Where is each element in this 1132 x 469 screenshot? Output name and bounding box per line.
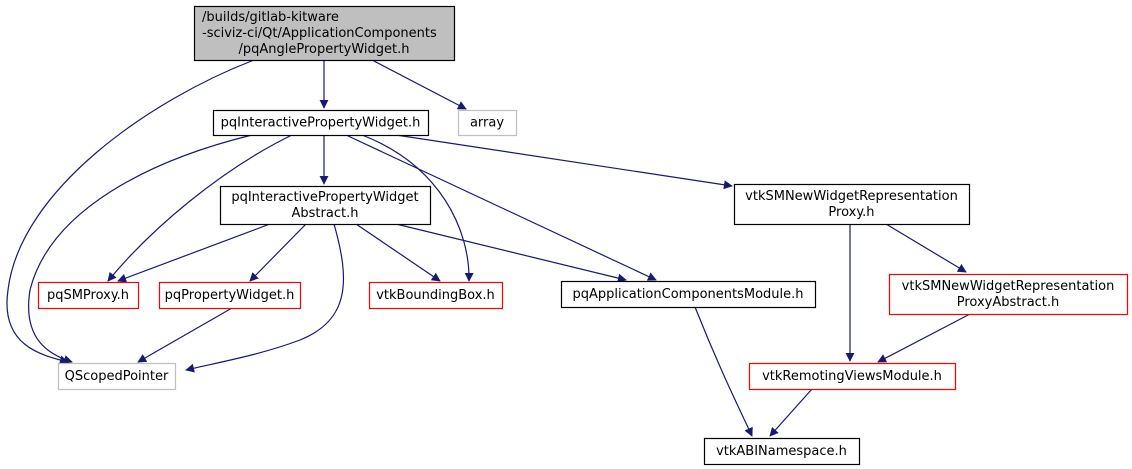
node-vtkRemotingViewsModule[interactable]: vtkRemotingViewsModule.h xyxy=(748,362,957,391)
node-label: pqApplicationComponentsModule.h xyxy=(572,287,803,302)
edge-pqInteractivePropertyWidget-to-vtkSMNewWidgetRepresentationProxy xyxy=(395,134,733,190)
edge-pqInteractivePropertyWidget-to-pqSMProxy xyxy=(107,134,293,282)
edge-pqInteractivePropertyWidgetAbstract-to-pqApplicationComponentsModule xyxy=(395,223,627,283)
node-root[interactable]: /builds/gitlab-kitware-sciviz-ci/Qt/Appl… xyxy=(193,5,456,62)
node-box xyxy=(368,281,504,310)
node-label: array xyxy=(470,116,504,131)
node-box xyxy=(457,109,518,137)
node-box xyxy=(193,5,456,62)
node-vtkSMNewWidgetRepresentationProxyAbstract[interactable]: vtkSMNewWidgetRepresentationProxyAbstrac… xyxy=(888,273,1129,316)
edge-vtkRemotingViewsModule-to-vtkABINamespace xyxy=(769,388,813,437)
node-label: pqInteractivePropertyWidget xyxy=(231,190,418,205)
node-label: vtkSMNewWidgetRepresentation xyxy=(745,189,958,204)
node-vtkABINamespace[interactable]: vtkABINamespace.h xyxy=(703,437,861,466)
edges-layer xyxy=(6,59,971,437)
edge-pqInteractivePropertyWidget-to-QScopedPointer xyxy=(28,134,253,364)
node-pqInteractivePropertyWidget[interactable]: pqInteractivePropertyWidget.h xyxy=(212,109,430,137)
node-label: vtkBoundingBox.h xyxy=(376,288,495,303)
node-label: /builds/gitlab-kitware xyxy=(202,10,339,25)
edge-root-to-array xyxy=(371,59,467,110)
edge-pqInteractivePropertyWidgetAbstract-to-pqPropertyWidget xyxy=(249,223,307,282)
node-label: pqPropertyWidget.h xyxy=(165,288,295,303)
edge-root-to-QScopedPointer xyxy=(6,59,255,365)
node-box xyxy=(888,273,1129,316)
edge-vtkSMNewWidgetRepresentationProxy-to-vtkSMNewWidgetRepresentationProxyAbstract xyxy=(885,223,967,273)
node-label: Proxy.h xyxy=(828,205,874,220)
node-box xyxy=(748,362,957,391)
node-box xyxy=(703,437,861,466)
node-box xyxy=(219,185,432,226)
node-box xyxy=(57,362,177,391)
node-box xyxy=(37,281,140,310)
edge-pqInteractivePropertyWidgetAbstract-to-QScopedPointer xyxy=(185,223,345,373)
node-pqPropertyWidget[interactable]: pqPropertyWidget.h xyxy=(158,281,302,310)
node-label: pqSMProxy.h xyxy=(47,288,129,303)
edge-pqInteractivePropertyWidgetAbstract-to-pqSMProxy xyxy=(117,223,271,283)
node-box xyxy=(560,280,817,309)
node-label: /pqAnglePropertyWidget.h xyxy=(238,42,409,57)
edge-pqApplicationComponentsModule-to-vtkABINamespace xyxy=(694,306,753,437)
node-label: ProxyAbstract.h xyxy=(957,295,1060,310)
node-label: -sciviz-ci/Qt/ApplicationComponents xyxy=(202,26,437,41)
node-box xyxy=(158,281,302,310)
edge-pqPropertyWidget-to-QScopedPointer xyxy=(137,307,233,363)
node-label: QScopedPointer xyxy=(65,369,169,384)
edge-vtkSMNewWidgetRepresentationProxyAbstract-to-vtkRemotingViewsModule xyxy=(877,313,971,363)
edge-pqInteractivePropertyWidget-to-vtkBoundingBox xyxy=(361,134,474,282)
node-array[interactable]: array xyxy=(457,109,518,137)
node-vtkBoundingBox[interactable]: vtkBoundingBox.h xyxy=(368,281,504,310)
nodes-layer: /builds/gitlab-kitware-sciviz-ci/Qt/Appl… xyxy=(37,5,1129,466)
node-QScopedPointer[interactable]: QScopedPointer xyxy=(57,362,177,391)
node-label: vtkSMNewWidgetRepresentation xyxy=(902,279,1115,294)
edge-pqInteractivePropertyWidgetAbstract-to-vtkBoundingBox xyxy=(355,223,441,282)
node-label: vtkABINamespace.h xyxy=(716,444,847,459)
node-box xyxy=(212,109,430,137)
node-box xyxy=(733,183,971,226)
node-label: vtkRemotingViewsModule.h xyxy=(762,369,942,384)
edge-pqInteractivePropertyWidget-to-pqApplicationComponentsModule xyxy=(345,134,657,281)
node-label: pqInteractivePropertyWidget.h xyxy=(221,116,421,131)
node-label: Abstract.h xyxy=(292,206,359,221)
node-pqSMProxy[interactable]: pqSMProxy.h xyxy=(37,281,140,310)
node-pqApplicationComponentsModule[interactable]: pqApplicationComponentsModule.h xyxy=(560,280,817,309)
